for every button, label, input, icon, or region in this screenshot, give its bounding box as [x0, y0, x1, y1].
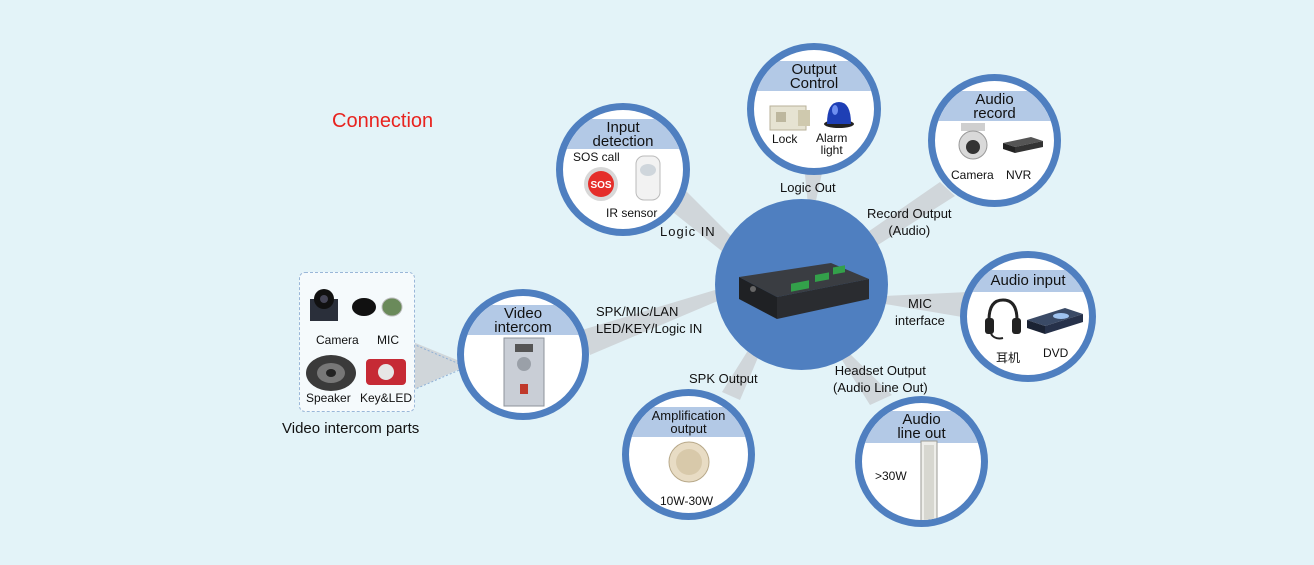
link-spk-mic-lan-1: SPK/MIC/LAN — [596, 304, 679, 319]
node-amplification-header: Amplification output — [629, 407, 748, 437]
connector-amplification — [722, 344, 762, 400]
link-spk-output: SPK Output — [689, 371, 758, 386]
node-audio-record: Audio record Camera NVR — [928, 74, 1061, 207]
node-audio-line-out: Audio line out >30W — [855, 396, 988, 527]
sos-badge-text: SOS — [590, 180, 611, 191]
link-logic-out: Logic Out — [780, 180, 836, 195]
board-camera-icon — [310, 289, 338, 321]
node-video-intercom-title-2: intercom — [494, 319, 552, 336]
intercom-panel-icon — [503, 337, 545, 407]
lock-icon — [769, 105, 810, 131]
node-output-control-title-2: Control — [789, 75, 839, 92]
connector-parts — [413, 342, 462, 390]
link-record-output-2: (Audio) — [888, 223, 931, 238]
nvr-label: NVR — [1006, 168, 1032, 182]
dvd-player-icon — [1027, 308, 1083, 334]
parts-camera-label: Camera — [316, 333, 359, 347]
audio-module-device-icon — [739, 263, 869, 319]
headset-label: 耳机 — [996, 351, 1021, 365]
parts-speaker-label: Speaker — [306, 391, 351, 405]
node-video-intercom-header: Video intercom — [464, 305, 582, 335]
link-spk-mic-lan-2: LED/KEY/Logic IN — [596, 321, 703, 336]
node-video-intercom: Video intercom — [457, 289, 589, 420]
ir-sensor-icon — [635, 155, 661, 201]
amplification-power-label: 10W-30W — [660, 494, 714, 508]
link-headset-output-1: Headset Output — [834, 363, 926, 378]
sos-call-label: SOS call — [573, 150, 620, 164]
link-headset-output-2: (Audio Line Out) — [833, 380, 928, 395]
node-audio-input: Audio input 耳机 DVD — [960, 251, 1096, 382]
key-led-icon — [366, 359, 406, 385]
center-device-circle — [715, 199, 888, 370]
node-video-intercom-title-1: Video — [503, 305, 543, 322]
node-audio-line-out-header: Audio line out — [862, 411, 981, 443]
speaker-icon — [306, 355, 356, 391]
ir-sensor-label: IR sensor — [606, 206, 658, 220]
alarm-light-icon — [824, 102, 854, 128]
link-record-output-1: Record Output — [867, 206, 952, 221]
parts-leader-top — [412, 343, 465, 367]
node-input-detection-title-2: detection — [592, 133, 654, 150]
node-input-detection: Input detection SOS call SOS IR sensor — [556, 103, 690, 236]
node-audio-input-title: Audio input — [967, 270, 1089, 292]
node-audio-line-out-title-2: line out — [897, 425, 946, 442]
node-output-control-title-1: Output — [791, 61, 837, 78]
link-mic-interface-1: MIC — [908, 296, 932, 311]
parts-mic-label: MIC — [377, 333, 399, 347]
node-amplification-title-1: Amplification — [651, 408, 726, 423]
sos-button-icon: SOS — [584, 167, 618, 201]
line-out-power-label: >30W — [875, 469, 907, 483]
nvr-icon — [1003, 137, 1043, 153]
parts-caption: Video intercom parts — [282, 420, 420, 437]
column-speaker-icon — [920, 440, 938, 520]
ceiling-speaker-icon — [668, 441, 710, 483]
node-audio-record-header: Audio record — [935, 91, 1054, 121]
alarm-light-label-1: Alarm — [816, 131, 848, 145]
node-audio-record-title-1: Audio — [975, 91, 1014, 108]
mic-icon — [352, 297, 403, 317]
lock-label: Lock — [772, 132, 798, 146]
link-logic-in: Logic IN — [660, 224, 716, 239]
connector-audio-record — [862, 182, 955, 250]
diagram-title: Connection — [332, 110, 434, 132]
dome-camera-icon — [958, 123, 988, 160]
alarm-light-label: Alarm light — [816, 132, 847, 156]
node-amplification-title-2: output — [670, 421, 707, 436]
connector-input-detection — [664, 190, 740, 256]
parts-leader-bottom — [412, 367, 465, 391]
node-input-detection-header: Input detection — [563, 119, 683, 149]
node-amplification-output: Amplification output 10W-30W — [622, 389, 755, 520]
alarm-light-label-2: light — [820, 143, 843, 157]
link-spk-mic-lan: SPK/MIC/LAN LED/KEY/Logic IN — [596, 303, 702, 337]
link-mic-interface: MIC interface — [895, 295, 945, 329]
connector-video-intercom — [582, 290, 720, 355]
parts-key-led-label: Key&LED — [360, 391, 413, 405]
node-output-control-header: Output Control — [754, 61, 874, 91]
connector-audio-input — [885, 292, 968, 318]
headset-icon — [985, 298, 1021, 340]
node-audio-record-title-2: record — [973, 105, 1016, 122]
link-record-output: Record Output (Audio) — [867, 205, 952, 239]
video-intercom-parts-box: Camera MIC Speaker Key&LED — [299, 272, 415, 412]
node-input-detection-title-1: Input — [606, 119, 640, 136]
link-headset-output: Headset Output (Audio Line Out) — [833, 362, 928, 396]
connector-audio-line-out — [842, 352, 892, 405]
node-output-control: Output Control Lock Alarm light — [747, 43, 881, 175]
camera-label: Camera — [951, 168, 994, 182]
node-audio-line-out-title-1: Audio — [902, 411, 941, 428]
dvd-label: DVD — [1043, 346, 1069, 360]
link-mic-interface-2: interface — [895, 313, 945, 328]
